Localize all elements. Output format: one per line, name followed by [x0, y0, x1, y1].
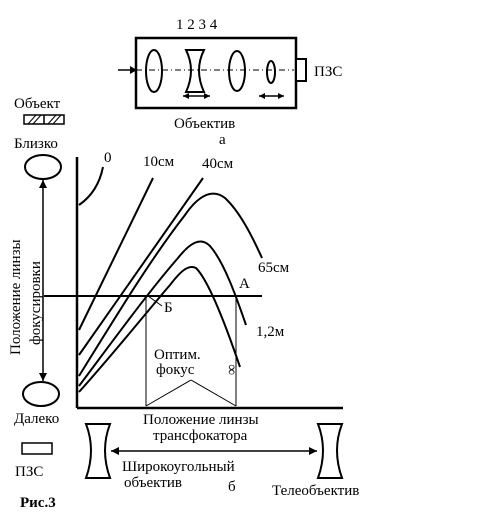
figure-caption: Рис.3	[20, 495, 56, 511]
lens-2	[184, 49, 206, 93]
curve-label-1-2m: 1,2м	[256, 324, 285, 340]
wide-angle-label-line2: объектив	[124, 475, 182, 491]
point-a-label: А	[239, 276, 250, 292]
optimal-focus-line2: фокус	[156, 362, 195, 378]
x-axis-label-line2: трансфокатора	[153, 428, 248, 444]
near-lens-icon	[24, 154, 62, 180]
window-right-slant	[190, 379, 237, 407]
zoom-range: Широкоугольный объектив б Телеобъектив	[84, 423, 359, 499]
optimal-focus-bg	[150, 345, 214, 379]
tele-label: Телеобъектив	[272, 483, 359, 499]
curve-label-10cm: 10см	[143, 154, 175, 170]
curve-label-40cm: 40см	[202, 156, 234, 172]
lens-1	[145, 49, 163, 93]
focus-tracking-graph: 0 10см 40см 65см 1,2м ∞ А Б Оптим. фокус…	[44, 150, 343, 444]
part-b-label: б	[228, 479, 236, 495]
lens-element-numbers: 1 2 3 4	[176, 17, 218, 33]
far-label: Далеко	[14, 411, 59, 427]
curve-10cm	[78, 177, 154, 331]
sensor-label: ПЗС	[314, 64, 342, 80]
point-b-label: Б	[164, 300, 173, 316]
lens-3	[228, 50, 246, 92]
objective-label: Объектив	[174, 116, 235, 132]
curve-40cm	[78, 177, 204, 356]
curve-65cm	[78, 192, 263, 377]
curve-label-65cm: 65см	[258, 260, 290, 276]
lens-4	[266, 60, 276, 84]
y-axis-label-line1: Положение линзы	[8, 239, 24, 355]
curve-infinity	[78, 266, 241, 393]
curve-label-infinity: ∞	[224, 364, 240, 375]
far-lens-icon	[22, 381, 60, 407]
x-axis-label-line1: Положение линзы	[143, 412, 259, 428]
point-b-leader	[147, 295, 163, 307]
object-label: Объект	[14, 96, 61, 112]
focus-scale: Объект Близко Далеко ПЗС Положение линзы…	[8, 96, 65, 480]
lens-housing	[134, 36, 298, 110]
part-a-label: а	[219, 132, 226, 148]
y-axis-label-line2: фокусировки	[28, 261, 44, 345]
sensor-icon	[21, 442, 53, 455]
input-ray-arrow	[130, 66, 137, 74]
curve-1-2m	[78, 240, 247, 387]
sensor-block	[295, 58, 307, 82]
window-left-slant	[145, 379, 192, 407]
optimal-focus-line1: Оптим.	[154, 347, 201, 363]
wide-lens-icon	[84, 423, 112, 479]
curve-0	[78, 166, 104, 206]
near-label: Близко	[14, 136, 58, 152]
curve-label-0: 0	[104, 150, 112, 166]
tele-lens-icon	[316, 423, 344, 479]
left-sensor-label: ПЗС	[15, 464, 43, 480]
wide-angle-label-line1: Широкоугольный	[122, 459, 235, 475]
lens-system-schematic: 1 2 3 4 ПЗС Объектив а	[118, 17, 342, 148]
